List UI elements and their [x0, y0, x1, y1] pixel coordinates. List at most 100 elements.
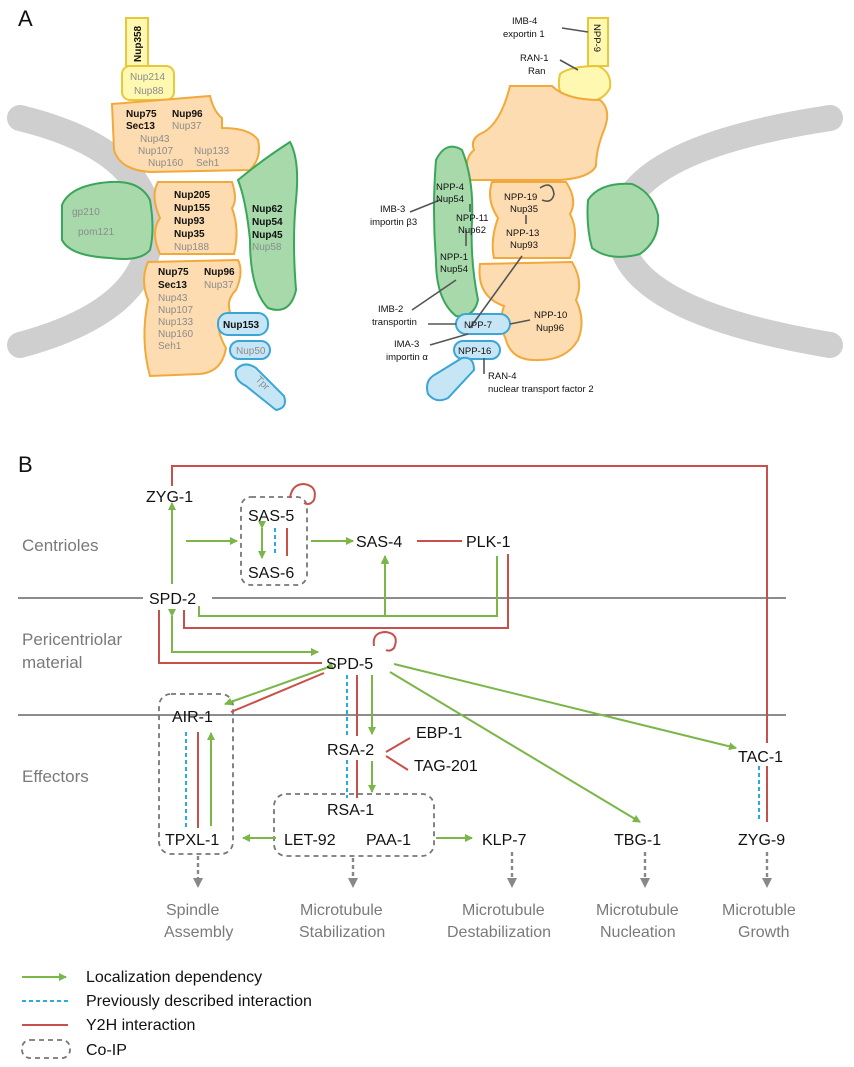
process-stabilization: Stabilization — [299, 924, 385, 941]
nup93-label: Nup93 — [174, 216, 205, 227]
panel-a-label: A — [18, 6, 33, 31]
node-rsa1: RSA-1 — [327, 802, 374, 819]
node-rsa2: RSA-2 — [327, 742, 374, 759]
right-fg-nup-shape — [433, 145, 480, 318]
npp1-nup54-label: Nup54 — [440, 264, 468, 275]
nup153-label: Nup153 — [223, 320, 260, 331]
process-spindle: Spindle — [166, 902, 219, 919]
nup214-shape — [121, 65, 175, 101]
ran-label: Ran — [528, 66, 545, 77]
panel-b-label: B — [18, 452, 33, 477]
previous-edges — [185, 528, 760, 828]
node-spd5: SPD-5 — [326, 656, 373, 673]
localization-edges — [168, 502, 737, 842]
nup96-bottom-label: Nup96 — [204, 267, 235, 278]
nup62-label: Nup62 — [252, 204, 283, 215]
sec13-top-label: Sec13 — [126, 121, 155, 132]
nup45-label: Nup45 — [252, 230, 283, 241]
npp13-label: NPP-13 — [506, 228, 539, 239]
node-sas4: SAS-4 — [356, 534, 402, 551]
nup153-shape — [217, 312, 269, 336]
right-green-shape — [586, 182, 660, 258]
npp1-label: NPP-1 — [440, 252, 468, 263]
nup88-label: Nup88 — [134, 86, 164, 97]
right-bottom-ycomplex-shape — [478, 260, 583, 362]
nup54-label: Nup54 — [252, 217, 283, 228]
imb3-label: IMB-3 — [380, 204, 405, 215]
ima3-label: IMA-3 — [394, 339, 419, 350]
seh1-top-label: Seh1 — [196, 158, 220, 169]
node-tag201: TAG-201 — [414, 758, 478, 775]
ran4-label: RAN-4 — [488, 371, 517, 382]
nup133-top-label: Nup133 — [194, 146, 229, 157]
importin-b3-label: importin β3 — [370, 217, 417, 228]
nup43-top-label: Nup43 — [140, 134, 170, 145]
node-tpxl1: TPXL-1 — [165, 832, 219, 849]
npp4-label: NPP-4 — [436, 182, 464, 193]
sec13-bottom-label: Sec13 — [158, 280, 187, 291]
node-let92: LET-92 — [284, 832, 336, 849]
edge-spd5-tbg1 — [389, 671, 641, 823]
left-green-shape — [61, 180, 154, 260]
nup160-bottom-label: Nup160 — [158, 329, 193, 340]
legend-y2h-label: Y2H interaction — [86, 1017, 195, 1034]
left-npc: Nup358 Nup214 Nup88 Nup75 Nup96 Sec13 Nu… — [61, 17, 299, 412]
legend-coip-label: Co-IP — [86, 1042, 127, 1059]
npp11-label: NPP-11 — [456, 213, 489, 224]
coip-box-air-tpxl — [158, 693, 234, 855]
nup133-bottom-label: Nup133 — [158, 317, 193, 328]
process-labels: Spindle Assembly Microtubule Stabilizati… — [164, 902, 796, 941]
edge-rsa2-tag201 — [385, 755, 409, 771]
node-plk1: PLK-1 — [466, 534, 511, 551]
node-sas6: SAS-6 — [248, 565, 294, 582]
seh1-bottom-label: Seh1 — [158, 341, 182, 352]
node-paa1: PAA-1 — [366, 832, 411, 849]
npp9-shape — [587, 17, 609, 67]
imb4-label: IMB-4 — [512, 16, 537, 27]
process-mt-1: Microtubule — [300, 902, 383, 919]
edge-spd2-sas4-plk1 — [198, 556, 498, 617]
gp210-label: gp210 — [72, 207, 100, 218]
process-nucleation: Nucleation — [600, 924, 676, 941]
process-mt-3: Microtubule — [596, 902, 679, 919]
pom121-label: pom121 — [78, 227, 115, 238]
node-tac1: TAC-1 — [738, 749, 783, 766]
right-npc: IMB-4 exportin 1 NPP-9 RAN-1 Ran NPP-4 N… — [370, 16, 660, 402]
npp19-nup35-label: Nup35 — [510, 204, 538, 215]
nup188-label: Nup188 — [174, 242, 209, 253]
region-effectors: Effectors — [22, 767, 89, 786]
transportin-label: transportin — [372, 317, 417, 328]
nup75-top-label: Nup75 — [126, 109, 157, 120]
nup50-shape — [229, 340, 271, 360]
npp11-nup62-label: Nup62 — [458, 225, 486, 236]
npp16-label: NPP-16 — [458, 346, 491, 357]
coip-box-sas — [240, 496, 308, 586]
tpr-shape — [234, 363, 286, 412]
node-klp7: KLP-7 — [482, 832, 527, 849]
npp7-label: NPP-7 — [464, 320, 492, 331]
npp19-label: NPP-19 — [504, 192, 537, 203]
edge-zyg1-tac1 — [171, 465, 768, 743]
mid-inner-ring-shape — [153, 181, 238, 255]
node-air1: AIR-1 — [172, 709, 213, 726]
nup35-label: Nup35 — [174, 229, 205, 240]
nup214-label: Nup214 — [130, 72, 165, 83]
process-mt-2: Microtubule — [462, 902, 545, 919]
nup155-label: Nup155 — [174, 203, 211, 214]
nup358-label: Nup358 — [133, 25, 144, 62]
node-tbg1: TBG-1 — [614, 832, 661, 849]
edge-spd5-self — [372, 630, 397, 652]
importin-a-label: importin α — [386, 352, 428, 363]
region-centrioles: Centrioles — [22, 536, 99, 555]
process-destabilization: Destabilization — [447, 924, 551, 941]
npp10-nup96-label: Nup96 — [536, 323, 564, 334]
node-sas5: SAS-5 — [248, 508, 294, 525]
npp4-nup54-label: Nup54 — [436, 194, 464, 205]
bottom-ycomplex-shape — [143, 258, 242, 378]
node-zyg9: ZYG-9 — [738, 832, 785, 849]
npp13-nup93-label: Nup93 — [510, 240, 538, 251]
nup107-top-label: Nup107 — [138, 146, 173, 157]
fg-nup-shape — [236, 140, 299, 311]
nup160-top-label: Nup160 — [148, 158, 183, 169]
